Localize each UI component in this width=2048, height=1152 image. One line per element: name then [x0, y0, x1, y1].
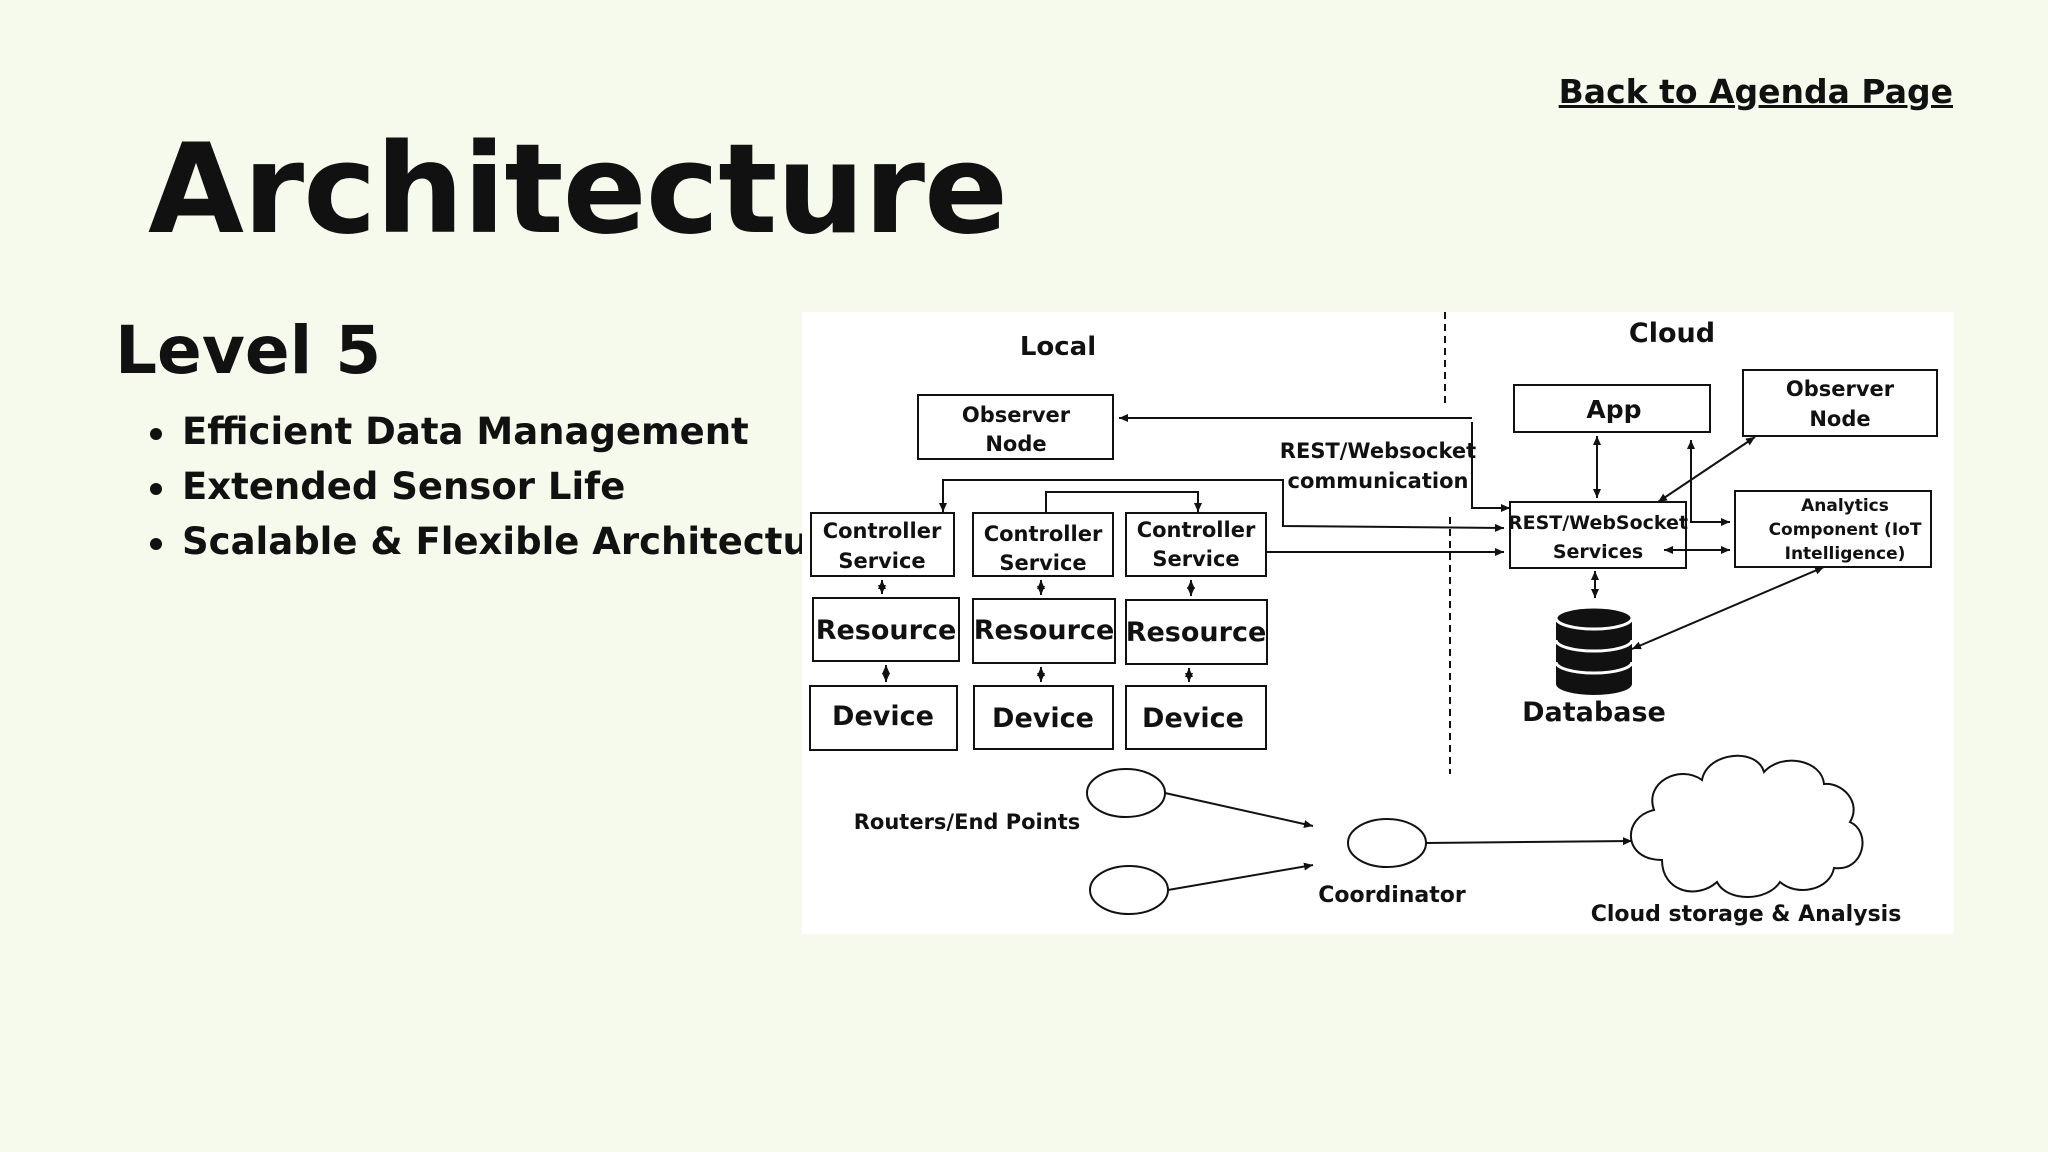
connector-arrow — [1471, 422, 1510, 512]
resource-label: Resource — [1126, 617, 1267, 648]
connector-arrow — [1631, 566, 1825, 650]
resource-label: Resource — [816, 615, 957, 646]
rest-comm-label: REST/Websocket — [1280, 439, 1476, 463]
rest-services-box — [1509, 501, 1687, 569]
resource-label: Resource — [974, 615, 1115, 646]
observer-node-cloud-label: Node — [1809, 407, 1870, 431]
feature-text: Scalable & Flexible Architecture — [182, 520, 853, 563]
controller-service-label: Controller — [984, 522, 1103, 546]
analytics-label: Intelligence) — [1785, 544, 1906, 564]
controller-service-label: Service — [1152, 547, 1239, 571]
feature-text: Efficient Data Management — [182, 410, 749, 453]
analytics-label: Analytics — [1801, 496, 1889, 516]
router-node — [1089, 865, 1169, 915]
connector-arrow — [1657, 436, 1756, 503]
cloud-storage-label: Cloud storage & Analysis — [1591, 902, 1902, 927]
controller-service-box — [972, 512, 1114, 577]
resource-box — [1125, 599, 1268, 665]
local-label: Local — [1020, 332, 1096, 362]
level-heading: Level 5 — [115, 312, 382, 389]
device-box — [1125, 685, 1267, 750]
connector-arrow — [1045, 491, 1202, 512]
resource-box — [812, 597, 960, 662]
device-box — [973, 685, 1114, 750]
analytics-label: Component (IoT — [1769, 520, 1922, 540]
coordinator-node — [1347, 818, 1427, 868]
observer-node-local-box — [917, 394, 1114, 460]
controller-service-box — [1125, 512, 1267, 577]
rest-services-label: REST/WebSocket — [1508, 512, 1688, 534]
device-label: Device — [832, 701, 934, 732]
controller-service-label: Service — [838, 549, 925, 573]
resource-box — [972, 598, 1116, 664]
connector-arrow — [1164, 792, 1314, 828]
controller-service-label: Controller — [823, 519, 942, 543]
device-label: Device — [1142, 703, 1244, 734]
controller-service-label: Controller — [1137, 518, 1256, 542]
database-icon — [1554, 605, 1634, 695]
back-to-agenda-link[interactable]: Back to Agenda Page — [1558, 72, 1953, 111]
database-label: Database — [1522, 697, 1666, 728]
connector-arrow — [1687, 440, 1730, 526]
device-box — [809, 685, 958, 751]
bullet-icon — [150, 538, 162, 550]
rest-comm-label: communication — [1288, 469, 1469, 493]
page-title: Architecture — [148, 118, 1008, 262]
bullet-icon — [150, 483, 162, 495]
bullet-icon — [150, 428, 162, 440]
cloud-icon — [1629, 754, 1864, 898]
observer-node-local-label: Observer — [962, 403, 1071, 427]
observer-node-cloud-label: Observer — [1786, 377, 1895, 401]
feature-item: Extended Sensor Life — [140, 461, 852, 516]
device-label: Device — [992, 703, 1094, 734]
connector-arrow — [1167, 862, 1314, 891]
observer-node-local-label: Node — [985, 432, 1046, 456]
controller-service-label: Service — [999, 551, 1086, 575]
architecture-diagram: Local Cloud Observer Node REST/Websocket… — [802, 312, 1954, 934]
feature-list: Efficient Data Management Extended Senso… — [140, 406, 852, 571]
controller-service-box — [810, 512, 955, 577]
app-box — [1513, 384, 1711, 433]
connector-arrow — [1425, 837, 1633, 846]
feature-item: Efficient Data Management — [140, 406, 852, 461]
feature-text: Extended Sensor Life — [182, 465, 626, 508]
analytics-box — [1734, 490, 1932, 568]
app-label: App — [1586, 395, 1641, 424]
diagram-svg: Local Cloud Observer Node REST/Websocket… — [809, 312, 1938, 927]
observer-node-cloud-box — [1742, 369, 1938, 437]
rest-services-label: Services — [1553, 541, 1643, 563]
feature-item: Scalable & Flexible Architecture — [140, 516, 852, 571]
coordinator-label: Coordinator — [1318, 883, 1466, 908]
router-node — [1086, 768, 1166, 818]
cloud-label: Cloud — [1629, 318, 1715, 349]
routers-label: Routers/End Points — [854, 810, 1081, 834]
